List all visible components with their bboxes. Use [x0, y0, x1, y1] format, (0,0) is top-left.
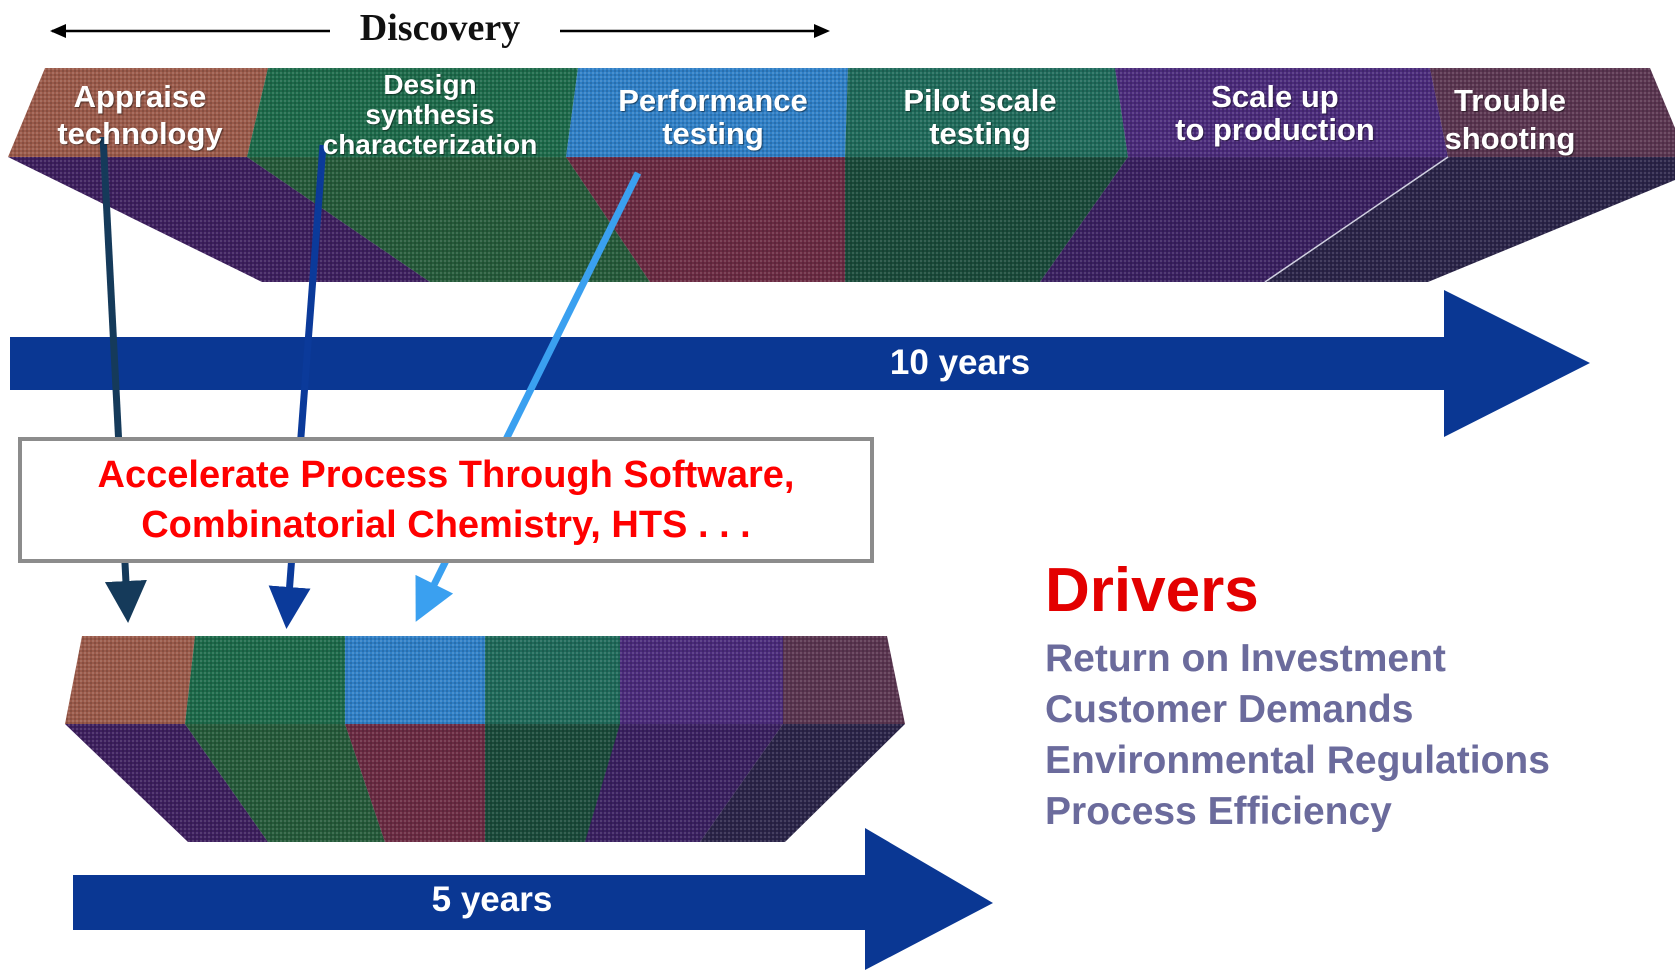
texture-overlay: [485, 636, 620, 724]
ten-year-arrow: [10, 290, 1590, 437]
driver-item: Process Efficiency: [1045, 790, 1392, 833]
drivers-title: Drivers: [1045, 556, 1259, 625]
texture-overlay: [65, 636, 195, 724]
callout-line-2: Combinatorial Chemistry, HTS . . .: [141, 504, 751, 546]
driver-item: Return on Investment: [1045, 637, 1446, 680]
texture-overlay: [620, 636, 783, 724]
stage-label-design: Design synthesis characterization: [322, 69, 538, 160]
texture-overlay: [247, 157, 650, 282]
texture-overlay: [845, 68, 1128, 157]
callout-line-1: Accelerate Process Through Software,: [97, 454, 795, 496]
texture-overlay: [566, 157, 845, 282]
accelerate-callout: Accelerate Process Through Software, Com…: [18, 437, 874, 563]
texture-overlay: [1040, 157, 1448, 282]
texture-overlay: [185, 724, 385, 842]
texture-overlay: [783, 636, 905, 724]
texture-overlay: [247, 68, 578, 157]
discovery-label: Discovery: [359, 7, 521, 49]
five-year-arrow: [73, 828, 993, 970]
texture-overlay: [345, 636, 485, 724]
driver-item: Environmental Regulations: [1045, 739, 1550, 782]
discovery-right-arrowhead: [814, 24, 830, 38]
texture-overlay: [845, 157, 1128, 282]
stage-label-performance: Performance testing: [618, 83, 808, 151]
texture-overlay: [1430, 68, 1675, 157]
stage-label-pilot: Pilot scale testing: [903, 83, 1057, 151]
texture-overlay: [8, 157, 430, 282]
texture-overlay: [65, 724, 268, 842]
texture-overlay: [345, 724, 485, 842]
short-process-block: [65, 636, 905, 842]
ten-year-label: 10 years: [889, 343, 1031, 382]
long-process-block: [8, 68, 1675, 283]
texture-overlay: [8, 68, 268, 157]
discovery-left-arrowhead: [50, 24, 66, 38]
texture-overlay: [585, 724, 783, 842]
texture-overlay: [1265, 157, 1675, 282]
texture-overlay: [566, 68, 848, 157]
stage-label-trouble: Trouble shooting: [1444, 83, 1576, 156]
texture-overlay: [1115, 68, 1448, 157]
stage-label-scaleup: Scale up to production: [1175, 79, 1375, 147]
block-edge-line: [1264, 156, 1449, 283]
driver-item: Customer Demands: [1045, 688, 1414, 731]
discovery-range: [50, 24, 830, 38]
texture-overlay: [485, 724, 620, 842]
texture-overlay: [185, 636, 345, 724]
texture-overlay: [700, 724, 905, 842]
stage-label-appraise: Appraise technology: [57, 79, 223, 151]
drivers-list: Return on Investment Customer Demands En…: [1045, 633, 1550, 837]
five-year-label: 5 years: [431, 880, 553, 919]
